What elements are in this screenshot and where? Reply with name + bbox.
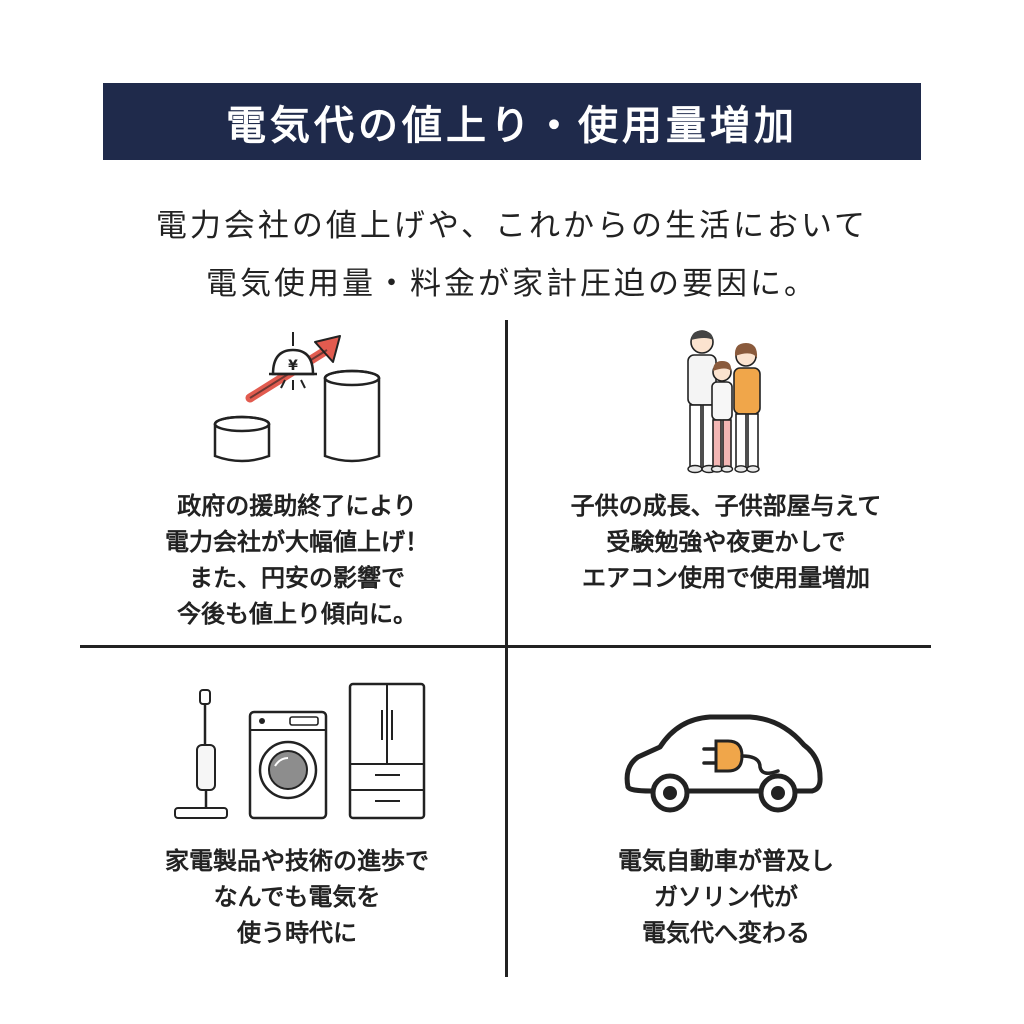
yen-symbol: ¥ bbox=[288, 358, 298, 374]
intro-line-1: 電力会社の値上げや、これからの生活において bbox=[155, 208, 869, 244]
horizontal-divider bbox=[80, 645, 931, 648]
panel-3-caption: 家電製品や技術の進歩で なんでも電気を 使う時代に bbox=[165, 847, 429, 947]
family-icon bbox=[687, 330, 761, 474]
title-banner: 電気代の値上り・使用量増加 bbox=[103, 83, 921, 160]
intro-line-2: 電気使用量・料金が家計圧迫の要因に。 bbox=[206, 266, 818, 302]
page-title: 電気代の値上り・使用量増加 bbox=[226, 102, 798, 149]
home-appliances-icon bbox=[174, 682, 426, 820]
rising-price-icon: ¥ bbox=[213, 332, 381, 463]
panel-4-caption: 電気自動車が普及し ガソリン代が 電気代へ変わる bbox=[618, 847, 834, 947]
vertical-divider bbox=[505, 320, 508, 977]
electric-car-icon bbox=[624, 714, 823, 813]
panel-1-caption: 政府の援助終了により 電力会社が大幅値上げ！ また、円安の影響で 今後も値上り傾… bbox=[165, 492, 429, 628]
panel-2-caption: 子供の成長、子供部屋与えて 受験勉強や夜更かしで エアコン使用で使用量増加 bbox=[570, 492, 882, 592]
